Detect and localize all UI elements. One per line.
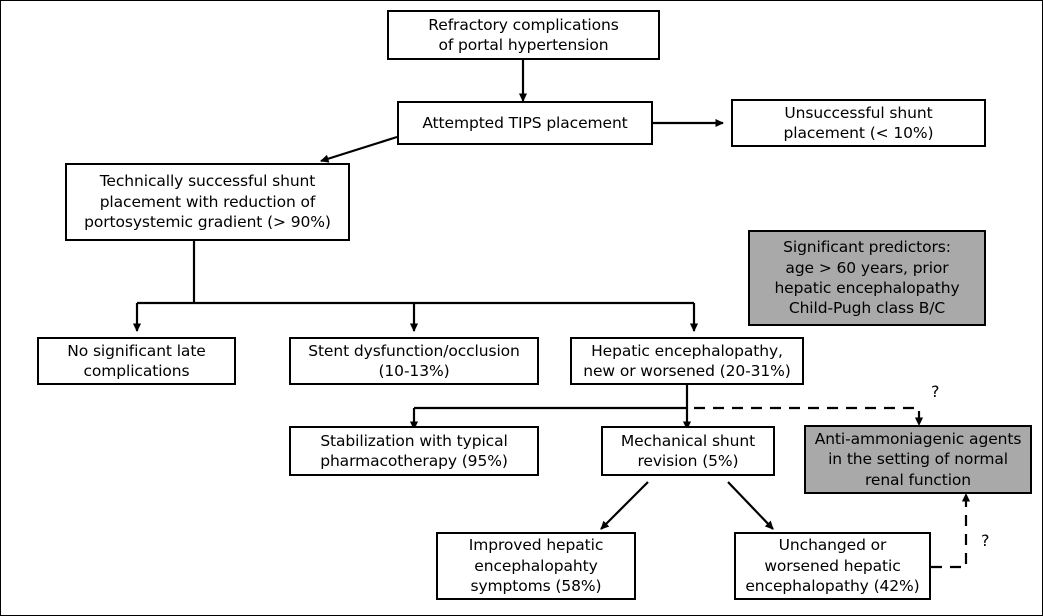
node-improved-hepatic-encephalopathy[interactable]: Improved hepatic encephalopahty symptoms… bbox=[436, 532, 636, 600]
node-stabilization-pharmacotherapy[interactable]: Stabilization with typical pharmacothera… bbox=[289, 426, 539, 476]
node-label: Stabilization with typical pharmacothera… bbox=[320, 431, 508, 470]
node-label: Improved hepatic encephalopahty symptoms… bbox=[468, 536, 604, 596]
node-label: Hepatic encephalopathy, new or worsened … bbox=[583, 341, 791, 380]
node-anti-ammoniagenic-agents[interactable]: Anti-ammoniagenic agents in the setting … bbox=[804, 425, 1032, 494]
node-label: Anti-ammoniagenic agents in the setting … bbox=[814, 429, 1022, 489]
node-label: Significant predictors: age > 60 years, … bbox=[774, 238, 960, 318]
node-label: No significant late complications bbox=[67, 341, 206, 380]
node-label: Mechanical shunt revision (5%) bbox=[620, 431, 756, 470]
question-mark-bottom-annotation: ? bbox=[981, 531, 990, 550]
question-mark-top-annotation: ? bbox=[931, 382, 940, 401]
node-label: Technically successful shunt placement w… bbox=[84, 172, 331, 232]
node-label: Stent dysfunction/occlusion (10-13%) bbox=[308, 341, 520, 380]
node-label: Unchanged or worsened hepatic encephalop… bbox=[745, 536, 920, 596]
question-mark-label: ? bbox=[981, 531, 990, 550]
node-stent-dysfunction[interactable]: Stent dysfunction/occlusion (10-13%) bbox=[289, 337, 539, 385]
node-hepatic-encephalopathy[interactable]: Hepatic encephalopathy, new or worsened … bbox=[570, 337, 804, 385]
node-no-significant-late-complications[interactable]: No significant late complications bbox=[37, 337, 236, 385]
node-mechanical-shunt-revision[interactable]: Mechanical shunt revision (5%) bbox=[601, 426, 775, 476]
node-attempted-tips[interactable]: Attempted TIPS placement bbox=[397, 101, 653, 145]
question-mark-label: ? bbox=[931, 382, 940, 401]
node-technically-successful-shunt[interactable]: Technically successful shunt placement w… bbox=[65, 163, 350, 241]
node-unsuccessful-shunt[interactable]: Unsuccessful shunt placement (< 10%) bbox=[731, 99, 986, 147]
node-significant-predictors[interactable]: Significant predictors: age > 60 years, … bbox=[748, 230, 986, 326]
node-unchanged-worsened-encephalopathy[interactable]: Unchanged or worsened hepatic encephalop… bbox=[734, 532, 931, 600]
node-label: Refractory complications of portal hyper… bbox=[428, 15, 619, 54]
node-label: Unsuccessful shunt placement (< 10%) bbox=[783, 103, 934, 142]
node-refractory-complications[interactable]: Refractory complications of portal hyper… bbox=[387, 10, 660, 60]
node-label: Attempted TIPS placement bbox=[422, 113, 628, 132]
